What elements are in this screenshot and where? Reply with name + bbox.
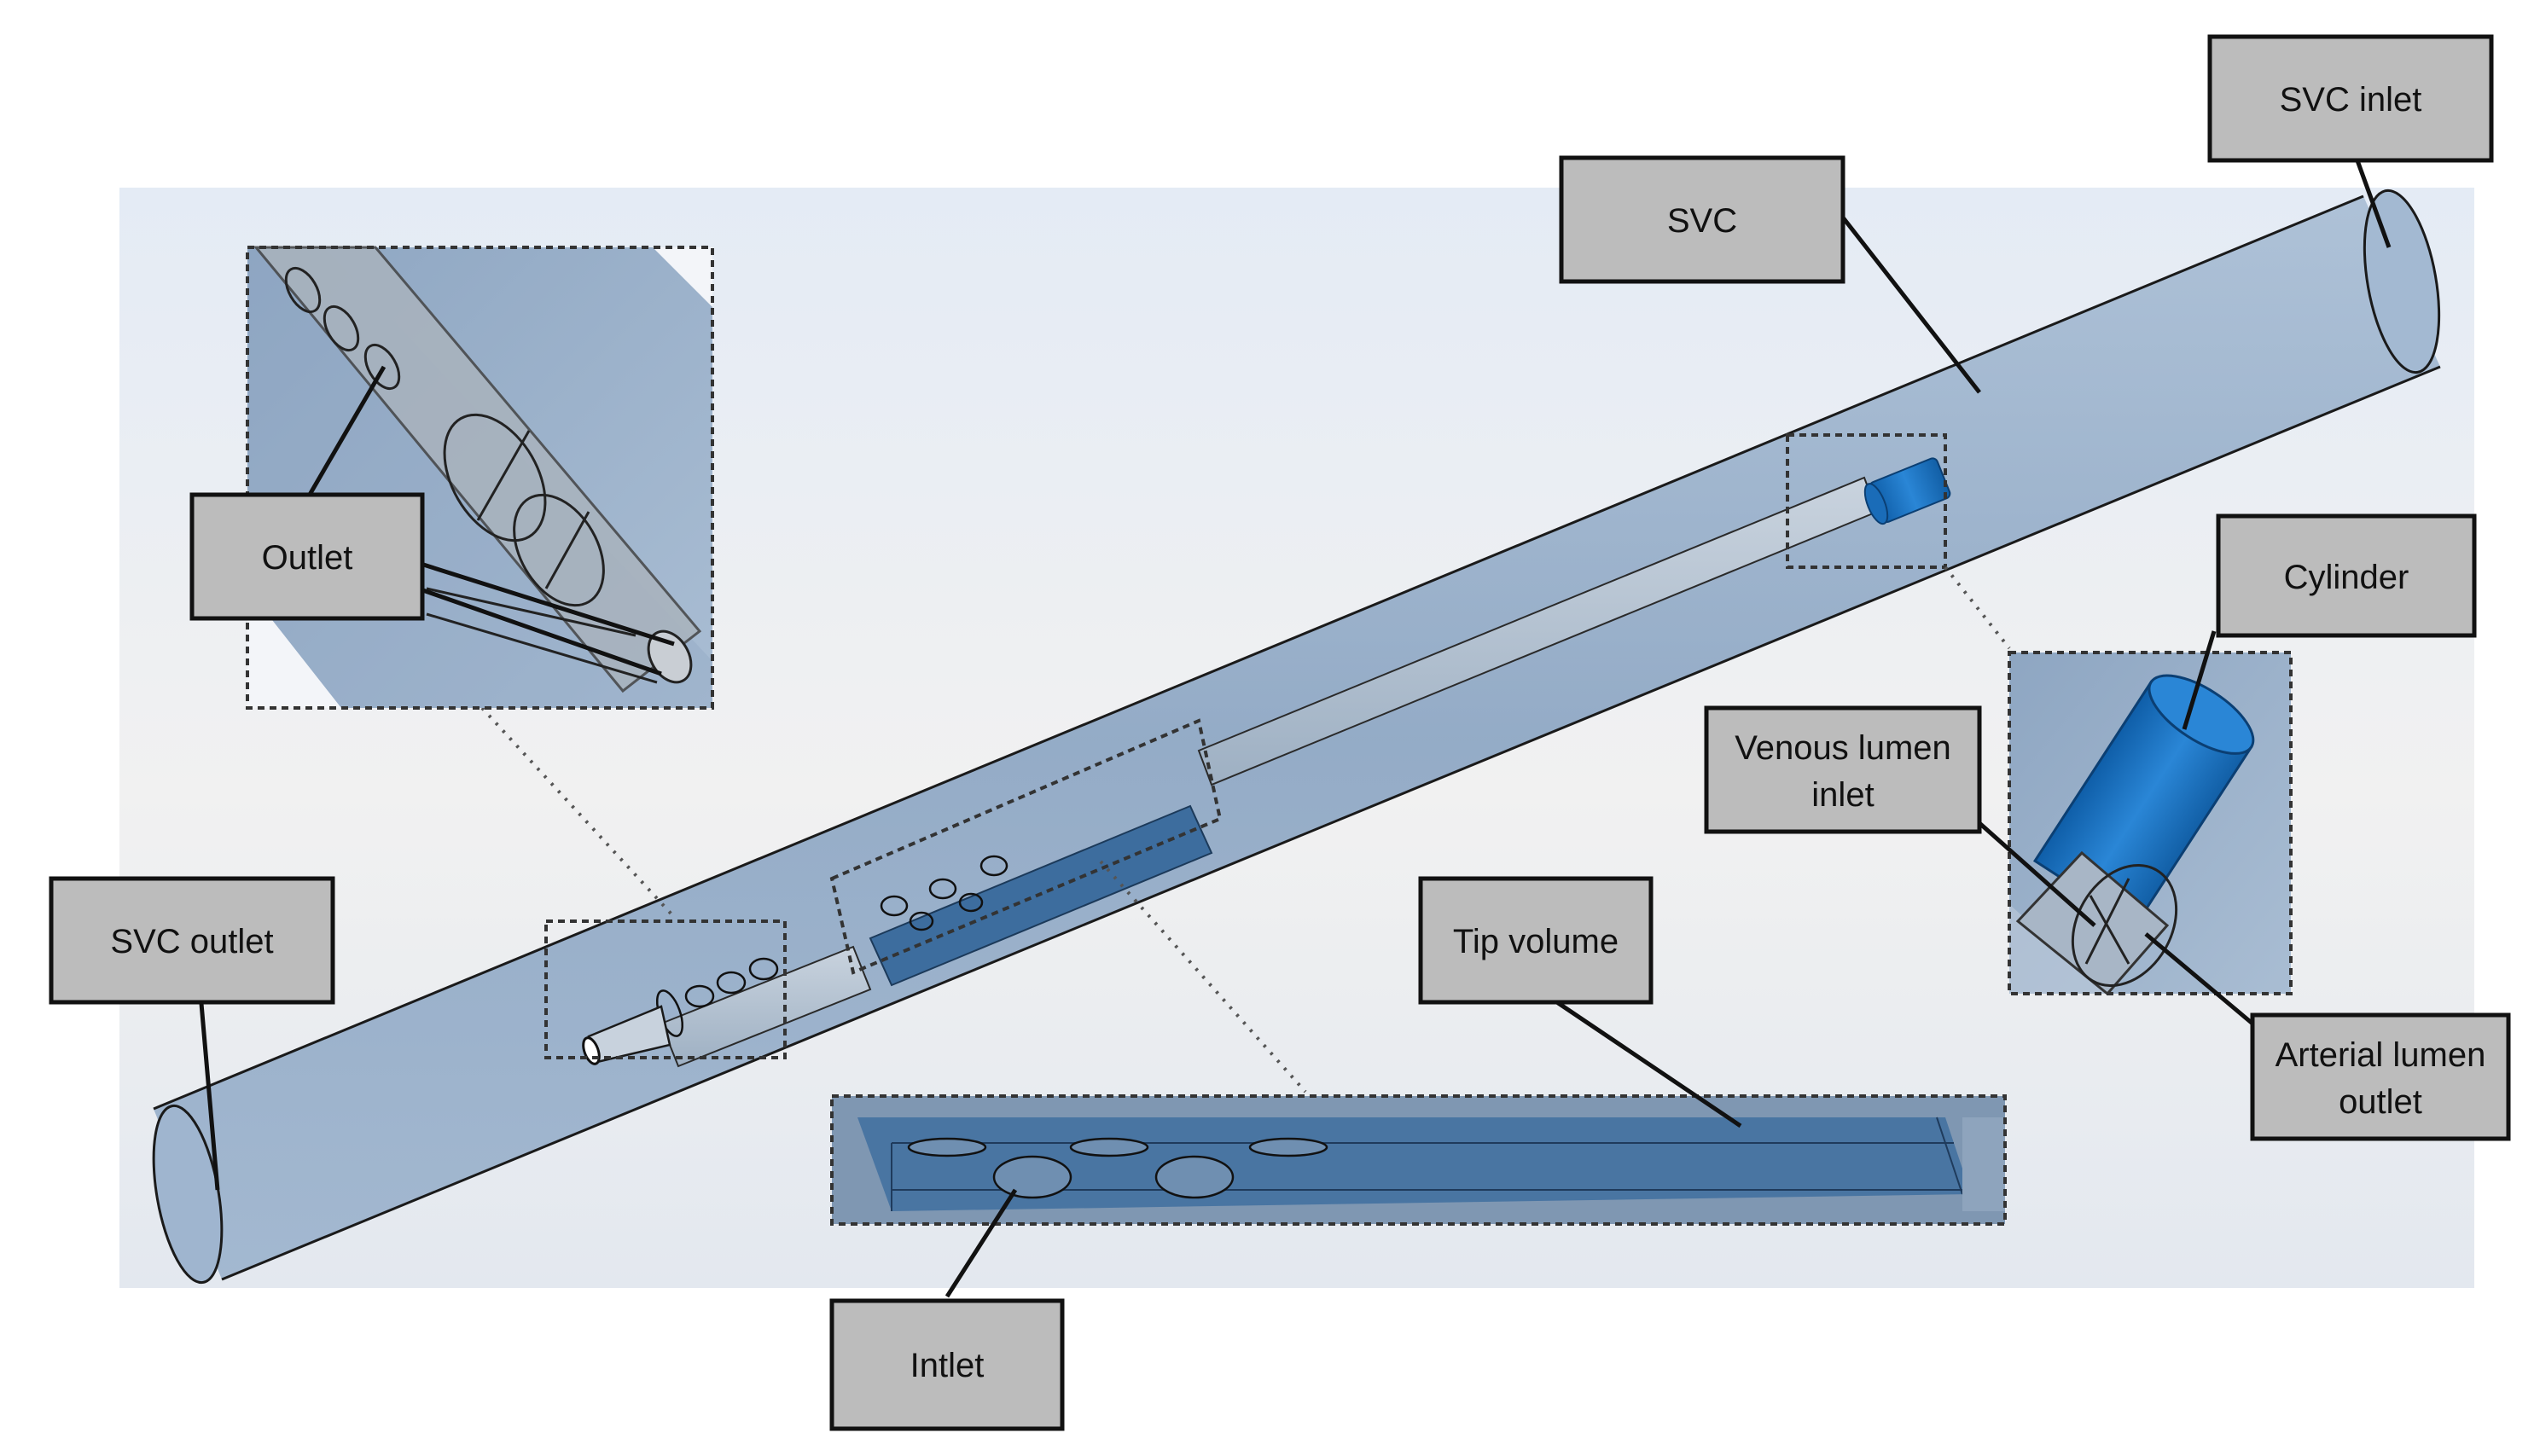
catheter-cylinder-cap [1863,457,1951,525]
label-arterial-lumen-outlet: Arterial lumen outlet [2250,1012,2511,1141]
label-svc-text: SVC [1667,202,1737,240]
label-venous-lumen-inlet: Venous lumen inlet [1704,705,1982,834]
leader-outlet-3 [417,560,675,647]
label-venous-lumen-inlet-line2: inlet [1811,776,1874,814]
label-outlet: Outlet [189,492,425,621]
label-svc-inlet-text: SVC inlet [2280,81,2422,119]
label-cylinder: Cylinder [2216,513,2477,638]
label-svc-outlet-text: SVC outlet [110,923,273,960]
tip-side-holes [880,855,1008,931]
leader-intlet [945,1188,1018,1298]
leader-venous-inlet [1978,821,2096,927]
inset-tip-volume [830,1094,2007,1226]
label-cylinder-text: Cylinder [2284,559,2409,596]
label-tip-volume: Tip volume [1418,876,1654,1005]
leader-cylinder [2182,630,2217,730]
callout-box-cylinder [1786,433,1947,569]
label-intlet-text: Intlet [910,1347,985,1384]
leader-lines [198,153,2392,1298]
callout-box-tip [829,718,1223,975]
label-venous-lumen-inlet-line1: Venous lumen [1735,729,1951,767]
label-intlet: Intlet [829,1298,1065,1431]
callout-box-outlet [544,919,787,1059]
leader-svc [1841,216,1981,394]
label-svc-outlet: SVC outlet [49,876,335,1005]
leader-arterial-outlet [2144,932,2254,1025]
inset-connectors [480,566,2011,1093]
label-tip-volume-text: Tip volume [1453,923,1619,960]
leader-svc-outlet [198,993,220,1191]
inset-cylinder [2008,651,2293,996]
label-outlet-text: Outlet [262,539,353,577]
callout-boxes [544,433,1947,1059]
label-arterial-lumen-outlet-line2: outlet [2339,1083,2422,1121]
leader-outlet-2 [417,586,662,676]
leader-tip-volume [1543,991,1742,1128]
leader-outlet-1 [305,365,387,501]
label-arterial-lumen-outlet-line1: Arterial lumen [2276,1036,2486,1074]
label-svc-inlet: SVC inlet [2207,34,2494,163]
leader-svc-inlet [2352,153,2392,248]
label-svc: SVC [1559,155,1845,284]
